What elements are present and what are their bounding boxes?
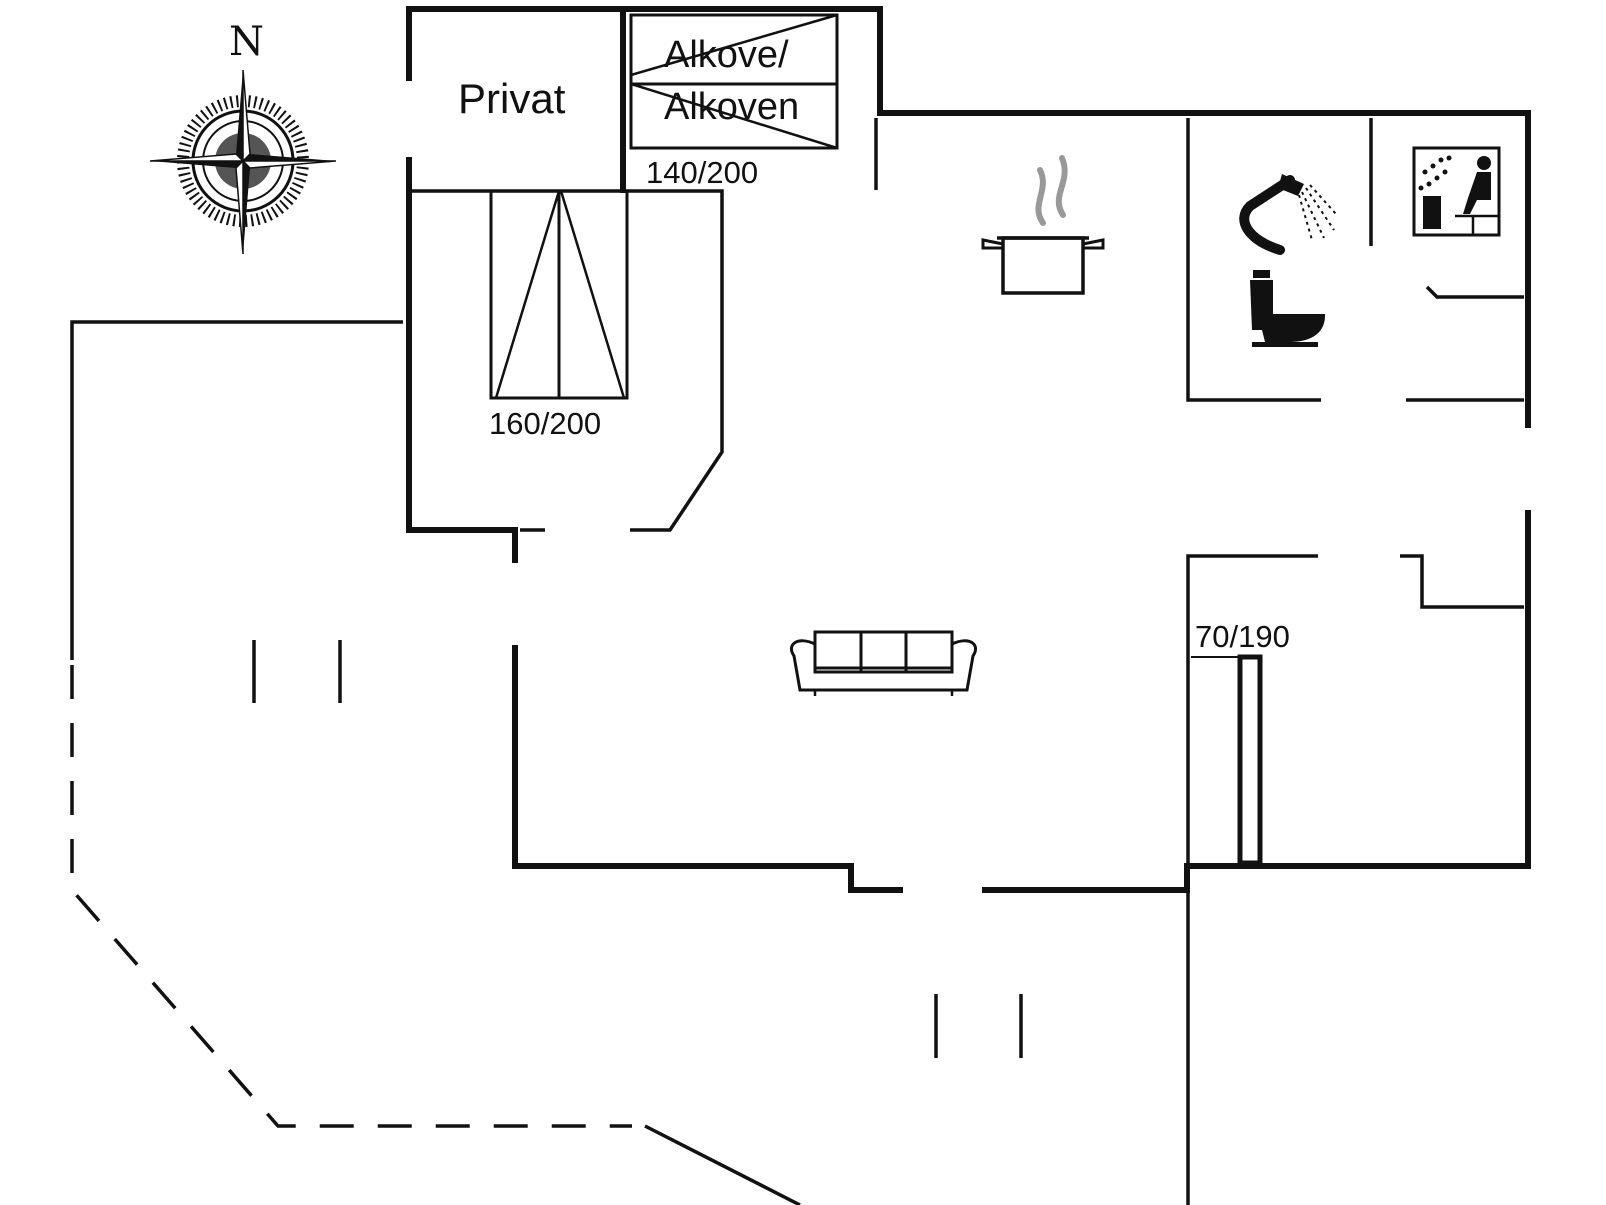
north-label: N	[229, 19, 264, 65]
room-label-privat: Privat	[458, 75, 566, 122]
bed-size-alcove: 140/200	[646, 155, 758, 190]
interior-walls	[70, 118, 1524, 1205]
room-label-alkove-1: Alkove/	[664, 34, 789, 76]
alcove-bed	[629, 13, 839, 150]
toilet-icon	[1250, 270, 1326, 347]
cooking-pot-icon	[981, 155, 1105, 295]
bed-size-single: 70/190	[1195, 619, 1290, 654]
terrace-outline	[70, 665, 632, 1128]
single-bed	[1191, 654, 1263, 866]
sofa-icon	[790, 630, 977, 696]
double-bed	[489, 189, 629, 400]
bed-size-double: 160/200	[489, 406, 601, 441]
room-label-alkove-2: Alkoven	[664, 86, 799, 128]
shower-icon	[1239, 174, 1337, 255]
exterior-walls	[406, 6, 1531, 893]
compass-rose-icon: N	[149, 19, 337, 255]
sauna-icon	[1412, 146, 1501, 237]
